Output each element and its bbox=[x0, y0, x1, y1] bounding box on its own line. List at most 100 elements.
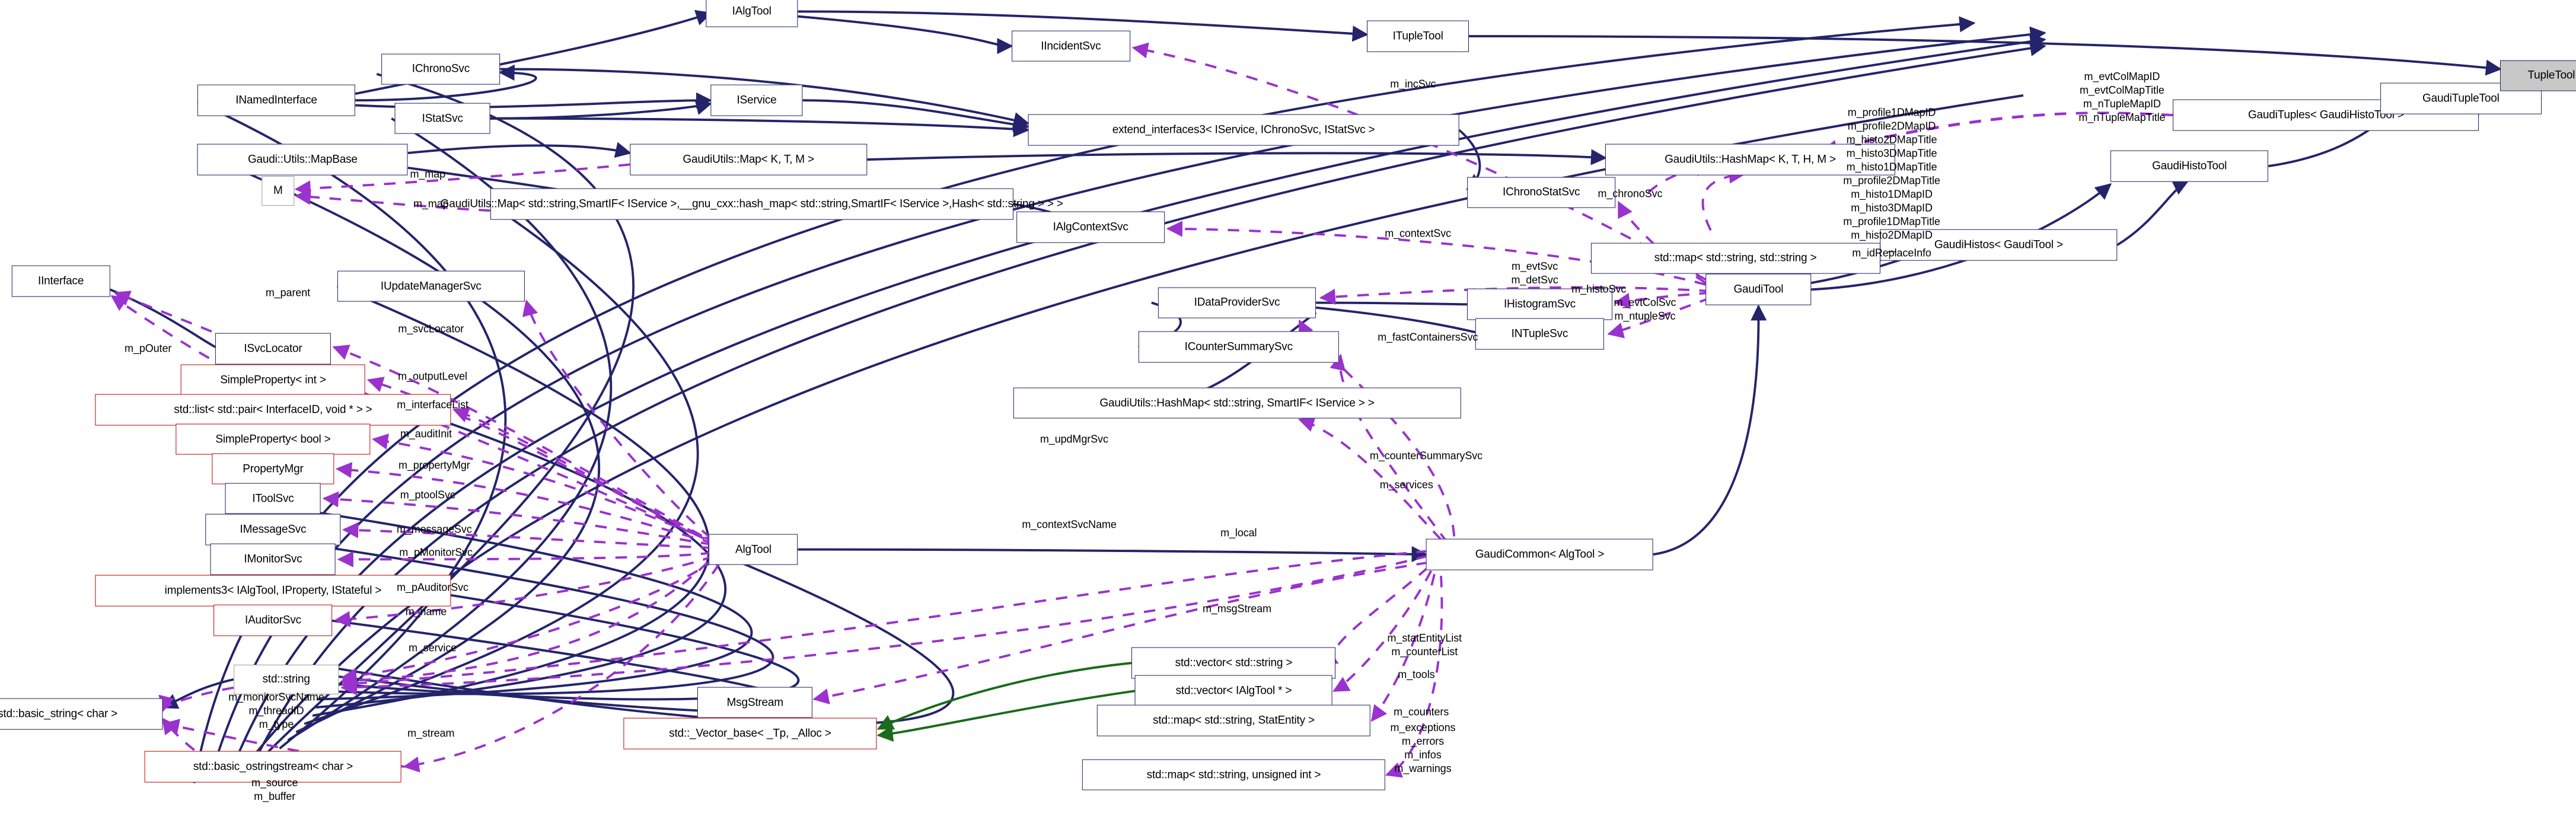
edge-label-m_evtcol_group: m_evtColMapID m_evtColMapTitle m_nTupleM… bbox=[2078, 70, 2166, 123]
class-node-label: std::vector< IAlgTool * > bbox=[1175, 684, 1292, 697]
edge-label-m_map_1: m_map bbox=[410, 168, 445, 180]
class-node-extend3[interactable]: extend_interfaces3< IService, IChronoSvc… bbox=[1028, 114, 1459, 146]
class-node-gaudihistotool[interactable]: GaudiHistoTool bbox=[2110, 150, 2269, 182]
edge-label-m_evtsvc_detsvc: m_evtSvc m_detSvc bbox=[1511, 260, 1558, 286]
class-node-algtool[interactable]: AlgTool bbox=[709, 534, 798, 566]
class-node-idataprovidersvc[interactable]: IDataProviderSvc bbox=[1158, 287, 1316, 318]
edge-label-m_services: m_services bbox=[1379, 478, 1433, 491]
class-node-simpleprop_int[interactable]: SimpleProperty< int > bbox=[181, 364, 365, 396]
class-node-map_statentity[interactable]: std::map< std::string, StatEntity > bbox=[1097, 704, 1370, 736]
class-node-label: AlgTool bbox=[735, 543, 771, 556]
class-node-label: ICounterSummarySvc bbox=[1184, 340, 1293, 353]
class-node-label: GaudiUtils::Map< K, T, M > bbox=[683, 153, 814, 166]
class-node-label: INamedInterface bbox=[235, 94, 317, 107]
class-node-gaudihistosgt[interactable]: GaudiHistos< GaudiTool > bbox=[1880, 229, 2118, 261]
class-node-imessagesvc[interactable]: IMessageSvc bbox=[205, 514, 341, 545]
class-node-basic_ostringstream[interactable]: std::basic_ostringstream< char > bbox=[145, 751, 401, 783]
class-node-istatsvc[interactable]: IStatSvc bbox=[394, 103, 490, 135]
class-node-gaudicommon_algtool[interactable]: GaudiCommon< AlgTool > bbox=[1426, 538, 1653, 570]
class-node-std_string[interactable]: std::string bbox=[233, 664, 339, 694]
edge-label-m_stream: m_stream bbox=[407, 727, 455, 739]
edge-label-m_auditinit: m_auditInit bbox=[400, 428, 452, 440]
class-node-inamedinterface[interactable]: INamedInterface bbox=[197, 84, 356, 116]
class-node-label: IIncidentSvc bbox=[1041, 40, 1101, 53]
class-node-label: std::map< std::string, StatEntity > bbox=[1153, 714, 1315, 727]
class-node-label: std::list< std::pair< InterfaceID, void … bbox=[174, 403, 372, 416]
edge-label-m_counters: m_counters bbox=[1394, 706, 1449, 718]
class-node-ichronostatsvc[interactable]: IChronoStatSvc bbox=[1467, 177, 1616, 208]
class-node-hashmap_kthm[interactable]: GaudiUtils::HashMap< K, T, H, M > bbox=[1605, 143, 1895, 176]
class-node-label: MsgStream bbox=[726, 696, 784, 709]
class-node-iupdatemanagersvc[interactable]: IUpdateManagerSvc bbox=[337, 270, 525, 302]
class-node-label: PropertyMgr bbox=[243, 462, 304, 476]
class-node-label: IAlgTool bbox=[732, 5, 771, 18]
class-node-intuplesvc[interactable]: INTupleSvc bbox=[1475, 318, 1604, 350]
class-node-hashmap_smartif[interactable]: GaudiUtils::HashMap< std::string, SmartI… bbox=[1013, 387, 1461, 419]
edge-label-m_evtcolsvc_ntuple: m_evtColSvc m_ntupleSvc bbox=[1614, 296, 1676, 322]
class-node-tupletool[interactable]: TupleTool bbox=[2500, 60, 2576, 91]
edge-label-m_outputlevel: m_outputLevel bbox=[398, 370, 467, 382]
class-node-mapbase[interactable]: Gaudi::Utils::MapBase bbox=[197, 143, 408, 176]
edge-label-m_exceptions: m_exceptions m_errors m_infos m_warnings bbox=[1390, 722, 1456, 775]
class-node-map_smartif[interactable]: GaudiUtils::Map< std::string,SmartIF< IS… bbox=[441, 188, 1063, 220]
class-node-isvclocator[interactable]: ISvcLocator bbox=[215, 333, 331, 365]
edge-label-m_contextsvcname: m_contextSvcName bbox=[1022, 518, 1117, 531]
class-node-basic_string_char[interactable]: std::basic_string< char > bbox=[0, 698, 163, 730]
class-node-label: GaudiUtils::Map< std::string,SmartIF< IS… bbox=[440, 197, 1063, 210]
class-node-iservice[interactable]: IService bbox=[710, 84, 803, 116]
class-node-label: GaudiTupleTool bbox=[2422, 92, 2500, 105]
class-node-map_uint[interactable]: std::map< std::string, unsigned int > bbox=[1082, 759, 1385, 791]
class-node-iinterface[interactable]: IInterface bbox=[11, 266, 110, 297]
edge-label-m_histosvc: m_histoSvc bbox=[1571, 283, 1627, 295]
class-node-iincidentsvc[interactable]: IIncidentSvc bbox=[1011, 30, 1130, 62]
class-node-label: IDataProviderSvc bbox=[1194, 296, 1280, 309]
class-node-map_ktm[interactable]: GaudiUtils::Map< K, T, M > bbox=[630, 143, 867, 176]
class-node-label: GaudiTuples< GaudiHistoTool > bbox=[2247, 109, 2404, 122]
class-node-label: Gaudi::Utils::MapBase bbox=[247, 153, 358, 166]
class-node-label: IHistogramSvc bbox=[1503, 298, 1576, 311]
class-node-ihistogramsvc[interactable]: IHistogramSvc bbox=[1467, 288, 1612, 320]
class-node-ialgcontextsvc[interactable]: IAlgContextSvc bbox=[1016, 211, 1165, 243]
class-node-map_string_string[interactable]: std::map< std::string, std::string > bbox=[1590, 243, 1880, 274]
class-node-vector_base[interactable]: std::_Vector_base< _Tp, _Alloc > bbox=[623, 718, 877, 749]
class-node-implements3[interactable]: implements3< IAlgTool, IProperty, IState… bbox=[95, 575, 451, 607]
class-node-icountersummarysvc[interactable]: ICounterSummarySvc bbox=[1138, 331, 1339, 363]
class-node-label: std::string bbox=[262, 673, 310, 686]
class-node-label: INTupleSvc bbox=[1511, 327, 1568, 340]
class-node-imonitorsvc[interactable]: IMonitorSvc bbox=[211, 543, 336, 575]
class-node-vector_string[interactable]: std::vector< std::string > bbox=[1131, 647, 1336, 679]
edge-label-m_updmgrsvc: m_updMgrSvc bbox=[1040, 433, 1108, 445]
class-node-label: GaudiHistoTool bbox=[2152, 159, 2227, 173]
class-node-itupletool[interactable]: ITupleTool bbox=[1367, 20, 1469, 52]
edge-label-m_contextsvc: m_contextSvc bbox=[1385, 227, 1452, 240]
edge-label-m_name: m_name bbox=[405, 605, 447, 618]
class-node-gauditool[interactable]: GaudiTool bbox=[1705, 273, 1812, 305]
class-node-label: std::map< std::string, std::string > bbox=[1654, 252, 1817, 265]
class-node-label: SimpleProperty< bool > bbox=[215, 433, 331, 446]
class-node-ichronosvc[interactable]: IChronoSvc bbox=[381, 53, 500, 85]
class-node-label: GaudiUtils::HashMap< std::string, SmartI… bbox=[1099, 397, 1375, 410]
class-node-label: IChronoStatSvc bbox=[1503, 186, 1580, 199]
class-node-vector_ialgtool[interactable]: std::vector< IAlgTool * > bbox=[1135, 675, 1332, 707]
class-node-ialgtool[interactable]: IAlgTool bbox=[706, 0, 798, 27]
class-node-label: IInterface bbox=[38, 275, 84, 288]
class-node-propertymgr[interactable]: PropertyMgr bbox=[212, 453, 334, 485]
class-node-itoolsvc[interactable]: IToolSvc bbox=[225, 483, 321, 515]
edge-label-m_pouter: m_pOuter bbox=[125, 342, 172, 355]
class-node-msgstream[interactable]: MsgStream bbox=[697, 687, 813, 719]
class-node-label: IAuditorSvc bbox=[244, 614, 301, 627]
class-node-label: std::vector< std::string > bbox=[1175, 656, 1293, 669]
class-node-iauditorsvc[interactable]: IAuditorSvc bbox=[213, 604, 333, 636]
edge-label-m_msgstream: m_msgStream bbox=[1203, 602, 1271, 615]
class-node-label: std::_Vector_base< _Tp, _Alloc > bbox=[669, 727, 831, 740]
edge-label-m_messagesvc: m_messageSvc bbox=[396, 523, 472, 535]
edge-label-m_tools: m_tools bbox=[1398, 668, 1435, 681]
edge-label-m_svclocator: m_svcLocator bbox=[398, 323, 464, 335]
class-node-label: IService bbox=[737, 94, 777, 107]
class-node-label: ISvcLocator bbox=[244, 342, 302, 355]
class-node-m_param[interactable]: M bbox=[262, 176, 295, 206]
class-node-simpleprop_bool[interactable]: SimpleProperty< bool > bbox=[176, 423, 371, 455]
edge-label-m_ptoolsvc: m_ptoolSvc bbox=[400, 489, 455, 501]
edge-label-m_propertymgr: m_propertyMgr bbox=[398, 459, 470, 471]
